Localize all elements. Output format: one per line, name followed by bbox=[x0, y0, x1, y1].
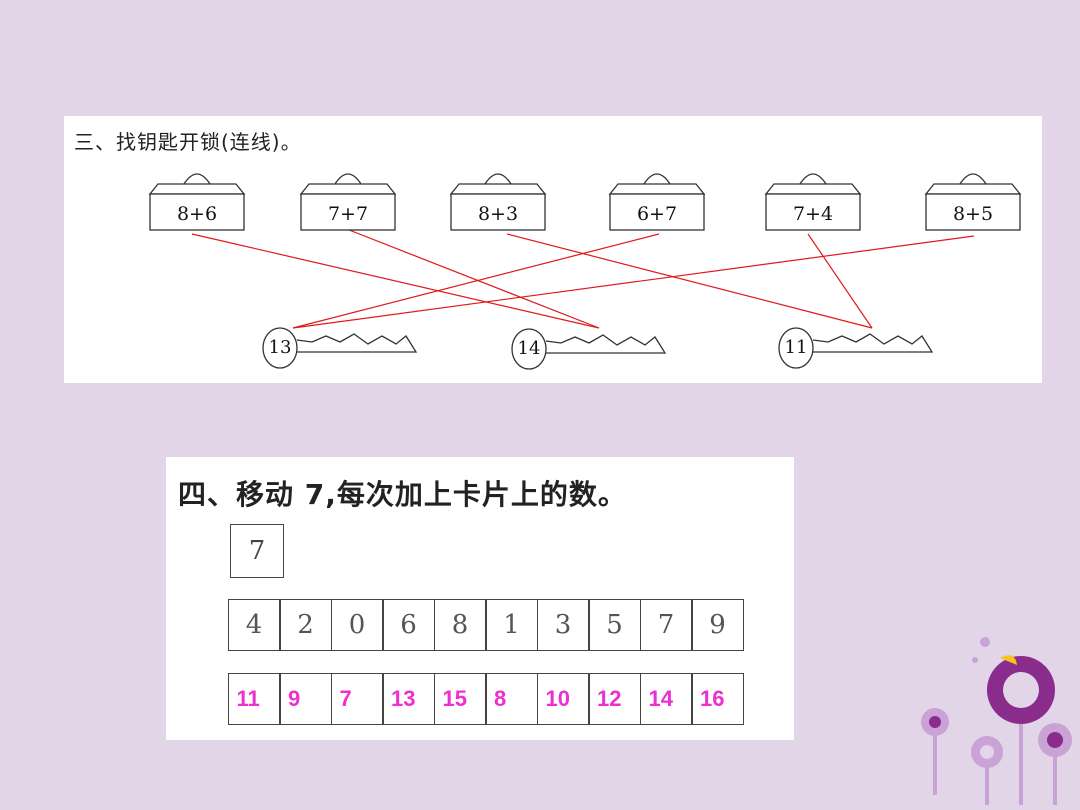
answer-cell[interactable]: 15 bbox=[433, 673, 487, 725]
connection-line bbox=[292, 235, 975, 329]
lock-1[interactable]: 8+6 bbox=[148, 166, 246, 236]
lock-icon bbox=[608, 173, 706, 231]
connection-line bbox=[807, 233, 873, 329]
lock-4[interactable]: 6+7 bbox=[608, 166, 706, 236]
start-number-box: 7 bbox=[230, 524, 284, 578]
answer-cell[interactable]: 13 bbox=[382, 673, 435, 725]
lock-expression: 7+7 bbox=[327, 203, 369, 225]
answer-cell[interactable]: 9 bbox=[279, 673, 332, 725]
answer-row: 11 9 7 13 15 8 10 12 14 16 bbox=[227, 673, 744, 725]
lock-expression: 6+7 bbox=[636, 203, 678, 225]
key-number: 13 bbox=[268, 337, 292, 358]
key-11[interactable]: 11 bbox=[776, 322, 936, 372]
answer-cell[interactable]: 8 bbox=[485, 673, 538, 725]
answer-cell[interactable]: 16 bbox=[691, 673, 744, 725]
key-number: 11 bbox=[784, 337, 808, 358]
exercise-3-title: 三、找钥匙开锁(连线)。 bbox=[74, 130, 302, 154]
answer-cell[interactable]: 12 bbox=[588, 673, 641, 725]
card-cell: 7 bbox=[639, 599, 693, 651]
card-cell: 3 bbox=[536, 599, 590, 651]
connection-line bbox=[343, 227, 600, 329]
key-number: 14 bbox=[517, 338, 541, 359]
card-cell: 1 bbox=[485, 599, 538, 651]
answer-cell[interactable]: 10 bbox=[536, 673, 590, 725]
answer-cell[interactable]: 11 bbox=[227, 673, 281, 725]
lock-2[interactable]: 7+7 bbox=[299, 166, 397, 236]
lock-3[interactable]: 8+3 bbox=[449, 166, 547, 236]
answer-cell[interactable]: 7 bbox=[330, 673, 384, 725]
exercise-3-panel: 三、找钥匙开锁(连线)。 8+6 7+7 8+3 6+7 bbox=[64, 116, 1042, 383]
card-cell: 0 bbox=[330, 599, 384, 651]
lock-5[interactable]: 7+4 bbox=[764, 166, 862, 236]
lock-icon bbox=[299, 173, 397, 231]
card-cell: 8 bbox=[433, 599, 487, 651]
key-14[interactable]: 14 bbox=[509, 323, 669, 373]
card-cell: 9 bbox=[691, 599, 744, 651]
card-cell: 2 bbox=[279, 599, 332, 651]
lock-expression: 8+3 bbox=[477, 203, 519, 225]
lock-6[interactable]: 8+5 bbox=[924, 166, 1022, 236]
lock-icon bbox=[449, 173, 547, 231]
exercise-4-title: 四、移动 7,每次加上卡片上的数。 bbox=[178, 478, 627, 511]
decorative-flower-ornament bbox=[921, 637, 1072, 805]
exercise-4-panel: 四、移动 7,每次加上卡片上的数。 7 4 2 0 6 8 1 3 5 7 9 … bbox=[166, 457, 794, 740]
key-icon bbox=[262, 327, 418, 369]
connection-lines bbox=[191, 227, 975, 329]
key-icon bbox=[778, 327, 934, 369]
connection-line bbox=[506, 233, 873, 329]
lock-icon bbox=[148, 173, 246, 231]
lock-expression: 7+4 bbox=[792, 203, 834, 225]
lock-expression: 8+6 bbox=[176, 203, 218, 225]
key-13[interactable]: 13 bbox=[260, 322, 420, 372]
lock-icon bbox=[764, 173, 862, 231]
card-cell: 5 bbox=[588, 599, 641, 651]
card-cell: 4 bbox=[227, 599, 281, 651]
answer-cell[interactable]: 14 bbox=[639, 673, 693, 725]
connection-line bbox=[191, 233, 600, 329]
connection-line bbox=[292, 233, 660, 329]
lock-expression: 8+5 bbox=[952, 203, 994, 225]
lock-icon bbox=[924, 173, 1022, 231]
key-icon bbox=[511, 328, 667, 370]
card-cell: 6 bbox=[382, 599, 435, 651]
card-row: 4 2 0 6 8 1 3 5 7 9 bbox=[227, 599, 744, 651]
